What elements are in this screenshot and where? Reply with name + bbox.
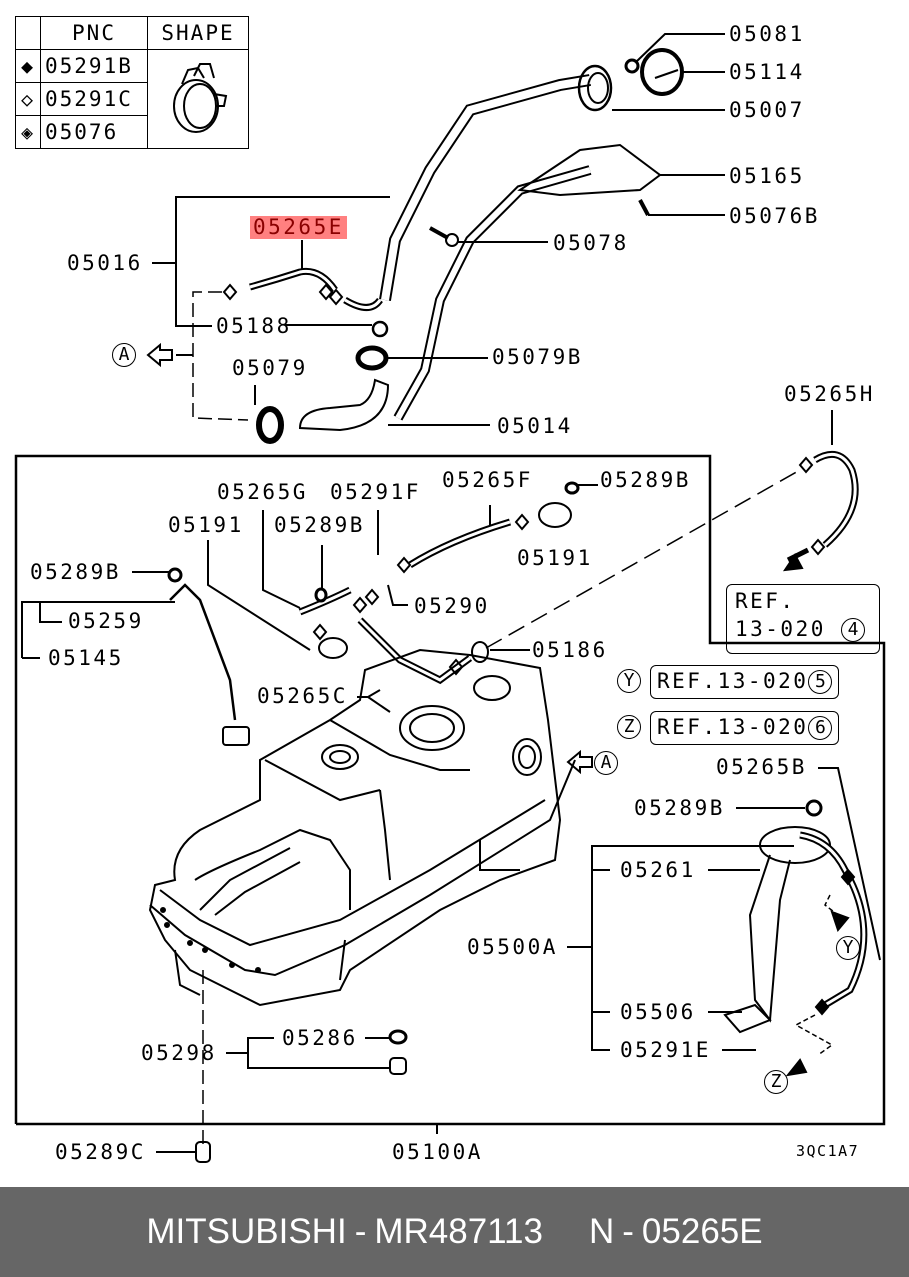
part-label-05291F[interactable]: 05291F — [330, 480, 421, 504]
part-label-05289C[interactable]: 05289C — [55, 1140, 146, 1164]
circle-a-icon: A — [594, 751, 618, 775]
arrow-to-ref4 — [785, 555, 802, 570]
part-label-05289B-pump[interactable]: 05289B — [634, 796, 725, 820]
part-label-05007[interactable]: 05007 — [729, 98, 805, 122]
hose-05014 — [300, 380, 388, 430]
ref4-line2: 13-020 — [735, 617, 826, 641]
hose-clamp-icon — [147, 49, 249, 149]
marker-y-pump: Y — [836, 936, 860, 960]
marker-z-pump: Z — [764, 1070, 788, 1094]
marker-y-ref: Y — [617, 669, 641, 693]
arrow-a-tank — [568, 752, 592, 772]
part-label-05291E[interactable]: 05291E — [620, 1038, 711, 1062]
ref5-text: REF.13-020 — [657, 669, 809, 693]
ref-box-13-020-4[interactable]: REF. 13-020 4 — [726, 584, 880, 654]
highlighted-part-number: 05265E — [253, 215, 344, 239]
part-label-05076B[interactable]: 05076B — [729, 204, 820, 228]
drawing-code: 3QC1A7 — [796, 1142, 860, 1160]
part-label-05289B-left[interactable]: 05289B — [30, 560, 121, 584]
part-label-05290[interactable]: 05290 — [414, 594, 490, 618]
footer-pnc-prefix: N — [588, 1212, 615, 1251]
ref6-text: REF.13-020 — [657, 715, 809, 739]
ref4-line1: REF. — [735, 589, 796, 613]
legend-pnc-05076[interactable]: 05076 — [40, 115, 148, 149]
marker-a-top: A — [112, 343, 136, 367]
part-label-05078[interactable]: 05078 — [553, 231, 629, 255]
part-label-05261[interactable]: 05261 — [620, 858, 696, 882]
part-label-05145[interactable]: 05145 — [48, 646, 124, 670]
sender-unit — [170, 585, 235, 720]
vent-pipe — [398, 170, 590, 418]
circle-a-icon: A — [112, 343, 136, 367]
legend-header-pnc: PNC — [40, 16, 148, 50]
part-label-05265B[interactable]: 05265B — [716, 755, 807, 779]
part-label-05081[interactable]: 05081 — [729, 22, 805, 46]
footer-separator: - — [622, 1212, 634, 1251]
patterned-diamond-icon: ◈ — [15, 115, 41, 149]
part-label-05289B-top[interactable]: 05289B — [600, 468, 691, 492]
footer-brand: MITSUBISHI — [146, 1212, 347, 1251]
legend-pnc-05291B[interactable]: 05291B — [40, 49, 148, 83]
circle-z-icon: Z — [617, 715, 641, 739]
footer-separator: - — [354, 1212, 367, 1251]
legend-header-shape: SHAPE — [147, 16, 249, 50]
part-label-05265E-highlighted[interactable]: 05265E — [250, 216, 347, 239]
part-label-05165[interactable]: 05165 — [729, 164, 805, 188]
part-label-05506[interactable]: 05506 — [620, 1000, 696, 1024]
part-label-05265C[interactable]: 05265C — [257, 684, 348, 708]
part-label-05014[interactable]: 05014 — [497, 414, 573, 438]
circled-number-6-icon: 6 — [808, 716, 833, 740]
part-label-05265H[interactable]: 05265H — [784, 382, 875, 406]
clamp-diamond — [224, 285, 236, 299]
circled-number-4-icon: 4 — [841, 618, 866, 642]
bracket-05016 — [176, 197, 390, 326]
tank-assembly-frame — [16, 456, 884, 1124]
hose-05265H — [815, 454, 855, 545]
part-label-05265G[interactable]: 05265G — [217, 480, 308, 504]
circled-number-5-icon: 5 — [808, 670, 833, 694]
circle-z-icon: Z — [764, 1070, 788, 1094]
fuel-cap — [642, 50, 682, 94]
part-label-05265F[interactable]: 05265F — [442, 468, 533, 492]
part-label-05500A[interactable]: 05500A — [467, 935, 558, 959]
part-label-05079[interactable]: 05079 — [232, 356, 308, 380]
part-label-05191-left[interactable]: 05191 — [168, 513, 244, 537]
circle-y-icon: Y — [617, 669, 641, 693]
part-label-05298[interactable]: 05298 — [141, 1041, 217, 1065]
diagram-line-art — [0, 0, 909, 1185]
part-label-05079B[interactable]: 05079B — [492, 345, 583, 369]
marker-z-ref: Z — [617, 715, 641, 739]
footer-pnc: 05265E — [641, 1212, 763, 1251]
part-label-05191-right[interactable]: 05191 — [517, 546, 593, 570]
part-label-05289B-mid[interactable]: 05289B — [274, 513, 365, 537]
fuel-tank-05100A — [150, 650, 575, 1005]
hollow-diamond-icon: ◇ — [15, 82, 41, 116]
part-label-05259[interactable]: 05259 — [68, 609, 144, 633]
part-label-05188[interactable]: 05188 — [216, 314, 292, 338]
part-label-05286[interactable]: 05286 — [282, 1026, 358, 1050]
legend-header-symbol — [15, 16, 41, 50]
arrow-a-top — [148, 345, 172, 365]
part-label-05186[interactable]: 05186 — [532, 638, 608, 662]
part-label-05114[interactable]: 05114 — [729, 60, 805, 84]
filled-diamond-icon: ◆ — [15, 49, 41, 83]
footer-part-number: MR487113 — [374, 1212, 543, 1251]
footer-bar: MITSUBISHI - MR487113 N - 05265E — [0, 1187, 909, 1277]
parts-diagram: PNC SHAPE ◆ 05291B ◇ 05291C ◈ 05076 — [0, 0, 909, 1185]
marker-a-tank: A — [594, 751, 618, 775]
clamp-legend-table: PNC SHAPE ◆ 05291B ◇ 05291C ◈ 05076 — [15, 16, 249, 149]
part-label-05016[interactable]: 05016 — [67, 251, 143, 275]
circle-y-icon: Y — [836, 936, 860, 960]
legend-pnc-05291C[interactable]: 05291C — [40, 82, 148, 116]
part-label-05100A[interactable]: 05100A — [392, 1140, 483, 1164]
